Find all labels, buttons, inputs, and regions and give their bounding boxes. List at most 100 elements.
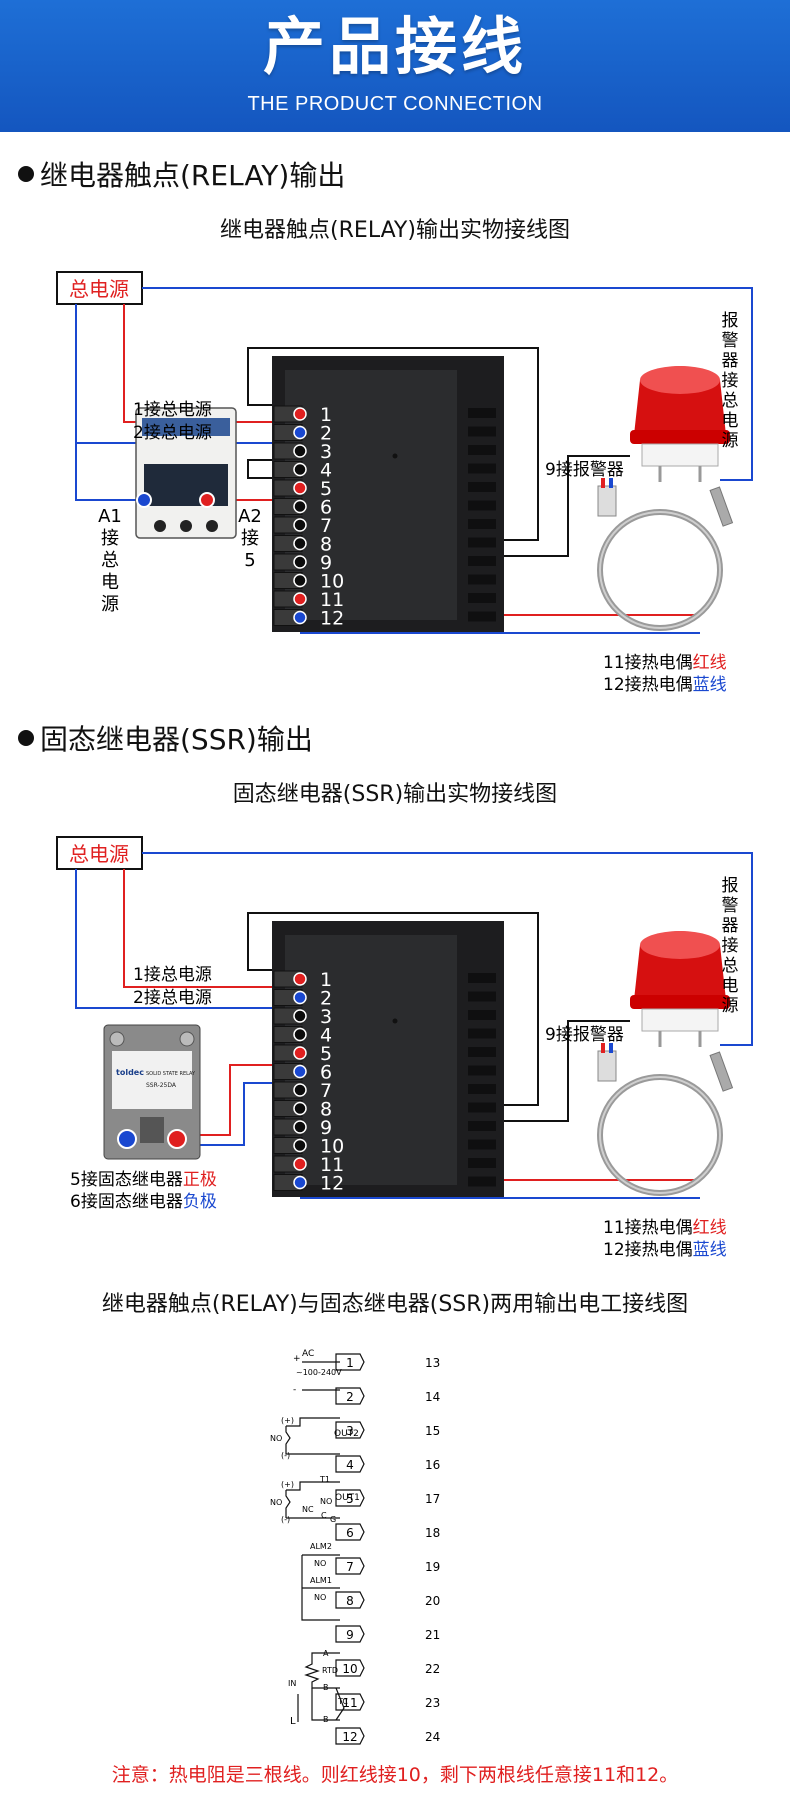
terminal-number: 11	[320, 1154, 344, 1176]
schematic-caption: 继电器触点(RELAY)与固态继电器(SSR)两用输出电工接线图	[101, 1292, 689, 1317]
alarm-power-wire	[142, 852, 753, 1046]
solid-state-relay: toldec SOLID STATE RELAY SSR-25DA	[103, 1024, 201, 1160]
contactor-a1-terminal	[136, 492, 152, 508]
schematic-terminal-box	[335, 1489, 365, 1507]
controller-indicator	[392, 1018, 398, 1024]
terminal-number: 8	[320, 1099, 332, 1121]
vent-slot	[468, 1121, 496, 1131]
alm1-label: ALM1	[310, 1576, 332, 1585]
controller	[272, 921, 504, 1197]
terminal-screw	[293, 1175, 307, 1190]
terminal-screw	[293, 1046, 307, 1060]
contactor-a2-terminal	[199, 492, 215, 508]
terminal-number: 9	[320, 552, 332, 574]
label-terminal-2: 2接总电源	[133, 423, 212, 443]
warning-note: 注意：热电阻是三根线。则红线接10，剩下两根线任意接11和12。	[111, 1764, 679, 1786]
terminal-screw	[293, 1120, 307, 1134]
in-label: IN	[288, 1679, 296, 1688]
ssr-diagram-caption: 固态继电器(SSR)输出实物接线图	[232, 782, 558, 807]
vertical-char: 5	[244, 550, 255, 571]
terminal-number: 6	[320, 1062, 332, 1084]
bullet-icon	[18, 730, 34, 746]
schematic-terminal-box	[335, 1557, 365, 1575]
terminal-number: 5	[320, 478, 332, 500]
relay-heading-text: 继电器触点(RELAY)输出	[40, 159, 346, 192]
bullet-icon	[18, 166, 34, 182]
wire-terminal-1	[123, 869, 300, 988]
schematic-terminal-number: 2	[346, 1390, 354, 1404]
page-title: 产品接线	[262, 10, 527, 83]
schematic-terminal-box	[335, 1455, 365, 1473]
terminal-screw	[293, 499, 307, 514]
wire-ssr-positive	[176, 1064, 300, 1136]
vent-slot	[468, 500, 496, 511]
ssr-section-heading: 固态继电器(SSR)输出	[18, 726, 313, 754]
terminal-number: 1	[320, 969, 332, 991]
schematic-pin-number: 14	[425, 1390, 440, 1404]
terminal-number: 4	[320, 460, 332, 482]
alarm-label: 9接报警器	[545, 1025, 624, 1045]
contactor-a1-label: A1	[98, 506, 122, 527]
controller	[272, 356, 504, 632]
vent-slot	[468, 408, 496, 418]
tc-red-label: 11接热电偶红线	[603, 653, 727, 673]
ssr-wiring-diagram: 总电源 toldec SOLID STATE RELAY SSR-25DA 5接…	[56, 836, 753, 1260]
alarm-lamp	[630, 366, 730, 482]
vent-slot	[468, 1176, 496, 1187]
out2-no: NO	[270, 1434, 282, 1443]
terminal-screw	[293, 1083, 307, 1097]
terminal-screw	[293, 592, 307, 606]
schematic-pin-number: 16	[425, 1458, 440, 1472]
alarm-power-wire	[142, 287, 753, 481]
terminal-number: 11	[320, 589, 344, 611]
out1-no: NO	[270, 1498, 282, 1507]
schematic-terminal-box	[335, 1523, 365, 1541]
terminal-screw	[293, 555, 307, 569]
terminal-number: 3	[320, 1006, 332, 1028]
terminal-screw	[293, 481, 307, 495]
controller-indicator	[392, 453, 398, 459]
schematic-terminal-box	[335, 1421, 365, 1439]
vertical-char: 接	[722, 936, 739, 956]
terminal-screw	[293, 462, 307, 477]
schematic-terminal-number: 8	[346, 1594, 354, 1608]
rtd-label: RTD	[322, 1666, 338, 1675]
schematic-terminal-number: 9	[346, 1628, 354, 1642]
terminal-number: 4	[320, 1025, 332, 1047]
schematic-pin-number: 13	[425, 1356, 440, 1370]
schematic-terminal-box	[335, 1387, 365, 1405]
ssr-negative-terminal	[117, 1129, 137, 1149]
schematic-terminal-number: 4	[346, 1458, 354, 1472]
terminal-screw	[293, 1064, 307, 1079]
vertical-char: 电	[722, 411, 739, 431]
tc-red-label: 11接热电偶红线	[603, 1218, 727, 1238]
terminal-screw	[293, 536, 307, 551]
alarm-label: 9接报警器	[545, 460, 624, 480]
out1-plus: (+)	[281, 1480, 294, 1489]
vent-slot	[468, 1065, 496, 1076]
out1-c: C	[321, 1511, 327, 1520]
schematic-terminal-number: 10	[342, 1662, 357, 1676]
ac-label: AC	[302, 1349, 314, 1359]
alm2-no: NO	[314, 1559, 326, 1568]
power-label: 总电源	[69, 277, 129, 301]
terminal-screw	[293, 610, 307, 625]
vertical-char: 报	[722, 876, 739, 896]
ssr-title: SOLID STATE RELAY	[146, 1071, 196, 1077]
vent-slot	[468, 593, 496, 603]
out2-label: OUT2	[334, 1429, 359, 1439]
terminal-number: 6	[320, 497, 332, 519]
alarm-lamp	[630, 931, 730, 1047]
ac-range: ~100-240V	[296, 1368, 342, 1377]
vertical-char: 源	[722, 996, 739, 1016]
out1-g: G	[330, 1515, 336, 1524]
terminal-screw	[293, 407, 307, 421]
thermocouple-probe	[597, 1043, 734, 1196]
power-label: 总电源	[69, 842, 129, 866]
terminal-number: 2	[320, 988, 332, 1010]
schematic-pin-number: 20	[425, 1594, 440, 1608]
tc-blue-label: 12接热电偶蓝线	[603, 1240, 727, 1260]
vertical-char: 警	[722, 896, 739, 916]
schematic-pin-number: 18	[425, 1526, 440, 1540]
